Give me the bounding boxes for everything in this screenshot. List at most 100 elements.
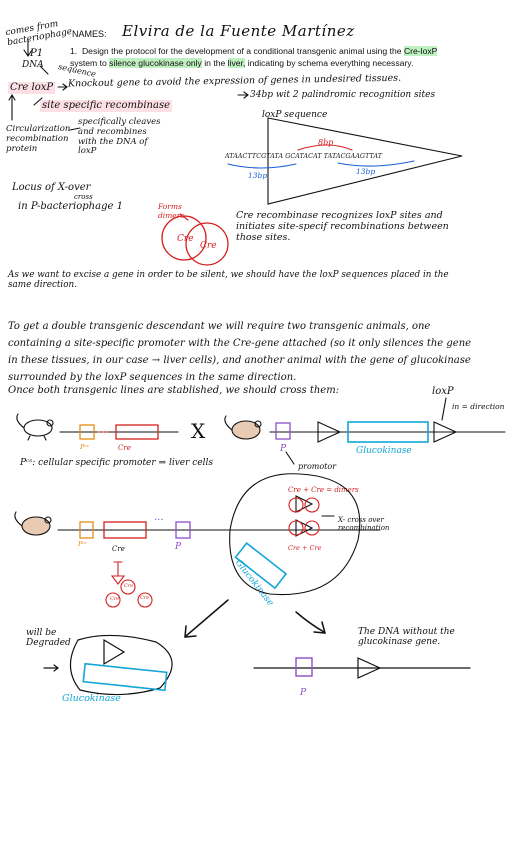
cross-glucokinase-label: Glucokinase [356,446,412,456]
excised-circle [69,634,173,696]
bp34-note: 34bp wit 2 palindromic recognition sites [250,90,436,100]
recomb-p-box [175,521,191,539]
loop-cre-1 [288,497,304,513]
cross-note: cross [74,193,93,201]
question-number: 1. [70,46,78,56]
dimer-arrow [179,213,189,221]
cre-cre-bottom-label: Cre + Cre [288,544,322,552]
right-p-box [275,422,291,440]
small-cre-1: Cre [110,596,120,602]
bp13-left-label: 13bp [248,171,268,180]
margin-arrow-sequence [39,65,49,75]
highlight-loxp: loxP [420,46,438,56]
cre-circle-2-label: Cre [200,241,217,251]
excise-note: As we want to excise a gene in order to … [8,270,449,291]
remaining-p-box [295,657,313,677]
recomb-pcs-label: Pᶜˢ [78,540,87,548]
cre-circle-1 [161,215,207,261]
arrow-to-dna-without [295,611,327,634]
degraded-note: will be Degraded [26,628,71,649]
margin-note-p1: P1 [30,48,44,59]
loxp-sequence-label: loxP sequence [262,110,328,120]
small-cre-2: Cre [124,583,134,589]
recomb-cre-label: Cre [112,545,125,553]
creloxp-arrow [57,83,68,91]
loop-loxp-top [295,495,314,513]
highlight-cre: Cre- [403,46,421,56]
specifically-note: specifically cleaves and recombines with… [78,117,161,157]
cross-them-line: Once both transgenic lines are stablishe… [8,385,340,396]
dimers-note: Cre + Cre = dimers [288,486,359,494]
loxp-pointer [441,397,447,421]
margin-arrow-down [23,39,33,57]
site-arrow [33,97,43,106]
loop-glucokinase-box [234,542,288,590]
mouse-left-icon [16,413,54,441]
highlight-liver: liver, [227,58,246,68]
recomb-pcs-box [79,521,94,539]
question-part4: indicating by schema everything necessar… [247,58,414,68]
promotor-arrow [285,451,295,465]
remaining-loxp [357,657,382,679]
site-specific-label: site specific recombinase [40,100,172,112]
cre-recognizes-note: Cre recombinase recognizes loxP sites an… [236,210,449,243]
in-p-note: in P-bacteriophage 1 [18,201,123,212]
loop-cre-4 [304,520,320,536]
small-cre-circle-1 [105,592,121,608]
cre-circle-1-label: Cre [177,234,194,244]
excised-loxp [103,638,126,666]
dna-without-note: The DNA without the glucokinase gene. [358,627,455,648]
question-text: 1. Design the protocol for the developme… [70,45,465,69]
cross-pcs-label: Pᶜˢ [80,443,89,451]
right-loxp-left [317,421,342,443]
question-part2: system to [70,58,107,68]
small-cre-circle-2 [120,579,136,595]
bp8-bracket [297,144,353,151]
expression-arrow [110,561,126,585]
dna-loop [229,473,361,596]
pcs-note: Pᶜˢ: cellular specific promoter ⇒ liver … [20,458,214,468]
names-label: NAMES: [72,29,107,39]
outcome-p-label: P [300,688,307,698]
cre-circle-2 [185,222,229,266]
bp13-right-label: 13bp [356,167,376,176]
recomb-p-label: P [175,542,182,552]
circularization-note: Circularization recombination protein [6,124,71,154]
excised-glucokinase-box [82,662,168,692]
locus-note: Locus of X-over [12,182,91,193]
promotor-label: promotor [298,462,337,471]
question-part3: in the [204,58,226,68]
cross-loxp-label: loxP [432,386,454,397]
loop-loxp-bottom [295,519,314,537]
arrow-to-degraded [184,599,229,638]
right-loxp-right [433,421,458,443]
recomb-cre-box [103,521,147,539]
forms-dimers-label: Forms dimers [158,202,185,220]
question-part1: Design the protocol for the development … [81,46,402,56]
bp13-right-bracket [337,160,415,167]
loxp-triangle [267,117,463,205]
cross-cre-label: Cre [118,444,131,452]
degraded-arrow [43,664,59,672]
bp8-label: 8bp [318,138,334,147]
same-direction-label: in = direction [452,402,505,411]
upward-arrow [8,93,16,121]
circ-arrow [69,127,81,131]
loop-cre-3 [288,520,304,536]
left-cre-box [115,424,159,440]
mouse-right-icon [224,415,262,440]
student-name: Elvira de la Fuente Martínez [122,22,355,40]
left-pcs-box [79,424,95,440]
small-cre-circle-3 [137,592,153,608]
cross-x-sign: X [191,419,206,443]
cross-over-note: X- cross over recombination [338,516,390,533]
bp13-left-bracket [227,163,297,169]
outcome-glucokinase-label: Glucokinase [62,693,121,704]
small-cre-3: Cre [140,595,150,601]
mouse-recomb-icon [14,511,52,536]
highlight-target: silence glucokinase only [109,58,202,68]
cross-p-label: P [280,444,287,454]
protocol-paragraph: To get a double transgenic descendant we… [8,321,472,383]
bp34-arrow [237,91,249,99]
